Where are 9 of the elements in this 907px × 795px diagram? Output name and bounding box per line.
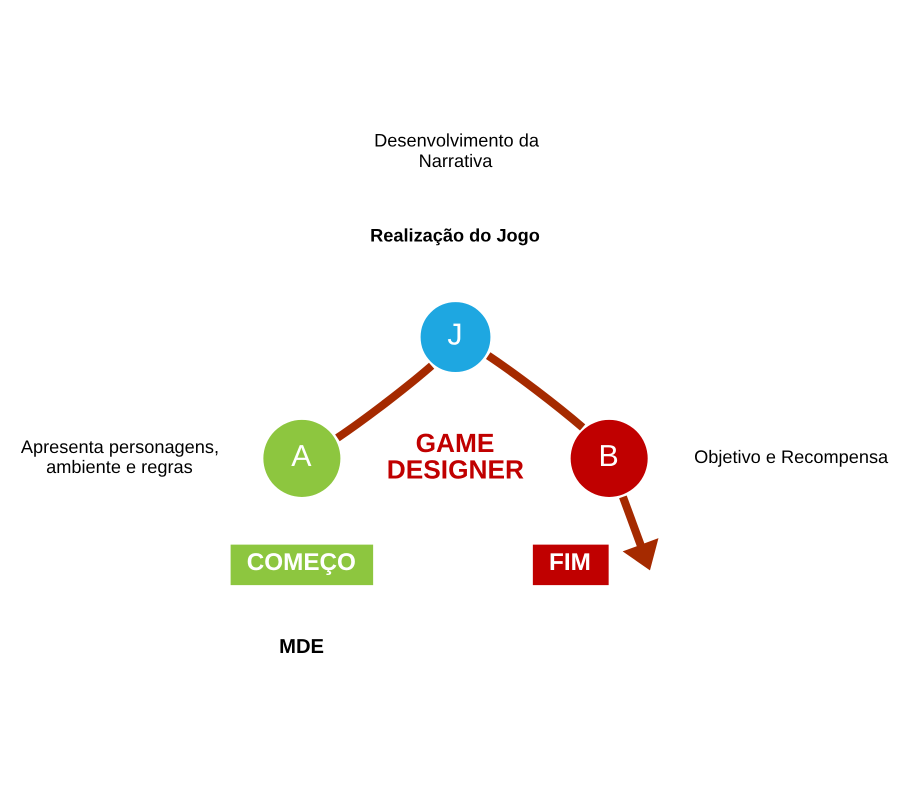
label: GAME DESIGNER	[386, 428, 524, 484]
connector	[335, 362, 434, 442]
node-label: Realização do Jogo	[370, 226, 540, 246]
label: MDE	[279, 636, 324, 658]
node-label: Objetivo e Recompensa	[694, 446, 888, 467]
connector	[486, 352, 586, 431]
arrow	[619, 495, 658, 570]
node-label: Apresenta personagens, ambiente e regras	[20, 436, 220, 477]
node-label: Desenvolvimento da Narrativa	[374, 130, 539, 171]
